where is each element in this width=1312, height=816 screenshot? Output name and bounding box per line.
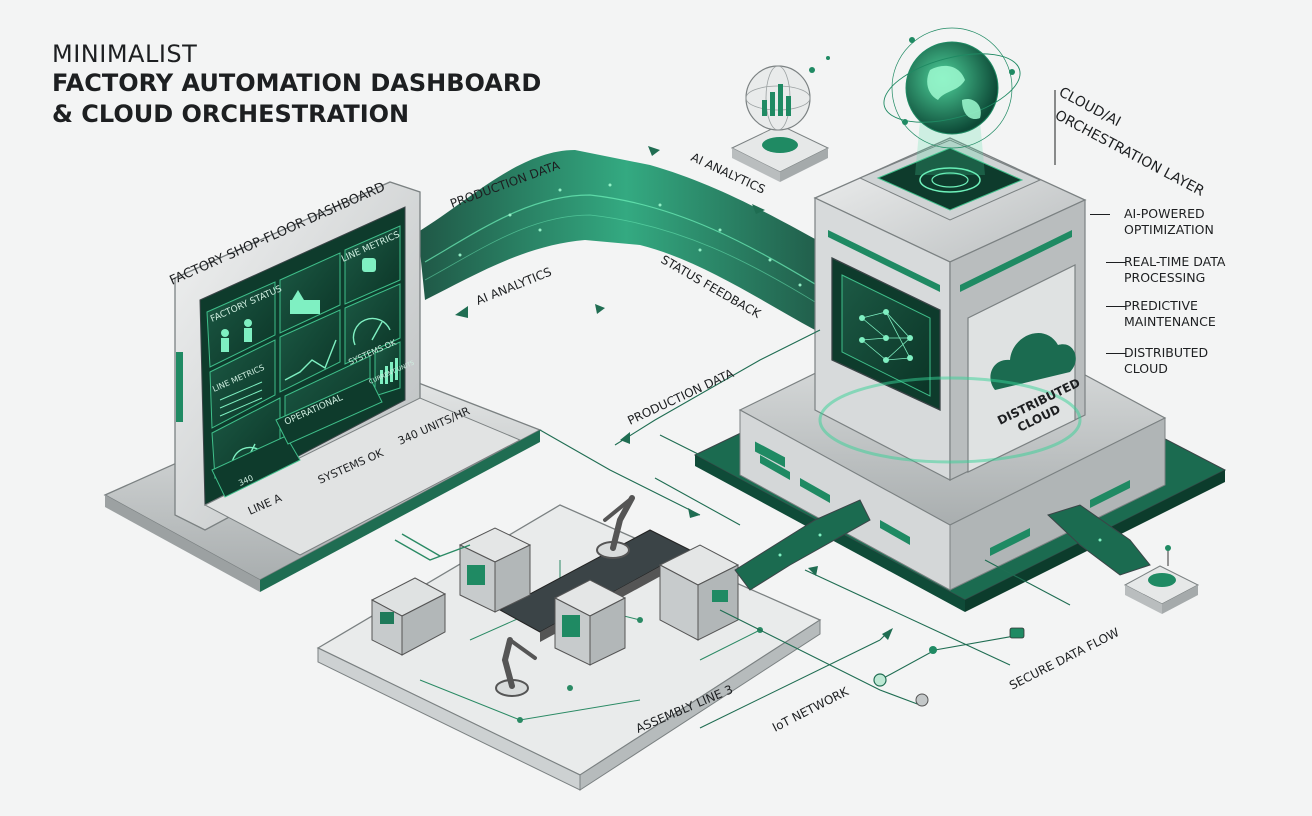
feature-1-line2: OPTIMIZATION — [1124, 222, 1214, 237]
feature-rule-1 — [1090, 214, 1110, 215]
feature-2-line2: PROCESSING — [1124, 270, 1206, 285]
flow-production-data-mid: PRODUCTION DATA — [625, 366, 736, 428]
cloud-globe-hologram — [883, 27, 1021, 175]
dashboard-console — [103, 181, 542, 592]
flow-iot-network: IoT NETWORK — [770, 684, 852, 735]
data-stream-band — [418, 150, 835, 330]
title-line-3: & CLOUD ORCHESTRATION — [52, 100, 410, 128]
iot-edge-device — [1123, 545, 1200, 614]
feature-4-line2: CLOUD — [1124, 361, 1168, 376]
flow-ai-analytics-mid: AI ANALYTICS — [474, 265, 554, 308]
title-line-1: MINIMALIST — [52, 40, 198, 68]
flow-arrows — [455, 146, 893, 640]
robot-arm-1 — [596, 495, 635, 559]
feature-predictive-maintenance: PREDICTIVE MAINTENANCE — [1124, 298, 1216, 330]
feature-rule-2 — [1106, 262, 1126, 263]
feature-rule-4 — [1106, 353, 1126, 354]
feature-ai-optimization: AI-POWERED OPTIMIZATION — [1124, 206, 1214, 238]
assembly-platform — [316, 495, 822, 791]
machine-1 — [370, 577, 447, 656]
feature-3-line2: MAINTENANCE — [1124, 314, 1216, 329]
machine-4 — [658, 544, 740, 641]
analytics-globe-pedestal — [730, 56, 830, 182]
iot-nodes — [873, 627, 1025, 707]
machine-3 — [553, 579, 627, 666]
feature-2-line1: REAL-TIME DATA — [1124, 254, 1226, 269]
feature-distributed-cloud: DISTRIBUTED CLOUD — [1124, 345, 1208, 377]
feature-real-time-data: REAL-TIME DATA PROCESSING — [1124, 254, 1225, 286]
robot-arm-2 — [495, 637, 537, 697]
machine-2 — [458, 527, 532, 613]
feature-1-line1: AI-POWERED — [1124, 206, 1205, 221]
feature-4-line1: DISTRIBUTED — [1124, 345, 1209, 360]
connector-pipes — [734, 499, 1151, 591]
feature-rule-3 — [1106, 306, 1126, 307]
title-line-2: FACTORY AUTOMATION DASHBOARD — [52, 69, 542, 97]
feature-3-line1: PREDICTIVE — [1124, 298, 1198, 313]
page-title: MINIMALIST FACTORY AUTOMATION DASHBOARD … — [52, 40, 541, 130]
layer-title-2: ORCHESTRATION LAYER — [1052, 107, 1207, 199]
